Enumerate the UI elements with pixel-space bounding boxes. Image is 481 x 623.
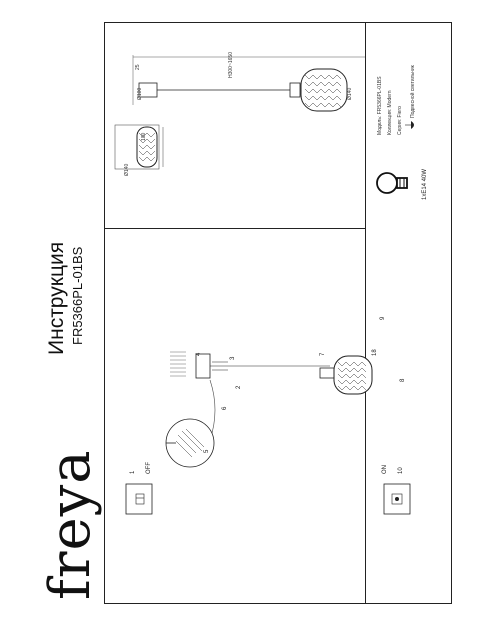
spec-frame bbox=[366, 22, 452, 604]
step-18-label: 18 bbox=[372, 349, 378, 356]
step-3-label: 3 bbox=[230, 356, 236, 360]
spec-model: Модель: FR5366PL-01BS bbox=[377, 76, 383, 135]
pendant-type-icon bbox=[405, 121, 414, 129]
height-range-label: H300~1650 bbox=[228, 52, 234, 78]
canopy-height-label: 25 bbox=[135, 64, 141, 70]
brand-logo: freya bbox=[38, 449, 103, 600]
spec-collection-value: Modern bbox=[387, 90, 393, 108]
spec-model-value: FR5366PL-01BS bbox=[377, 76, 383, 115]
switch-off-label: OFF bbox=[146, 462, 152, 474]
spec-series: Серия: Fiero bbox=[397, 106, 403, 135]
step-1-label: 1 bbox=[130, 470, 136, 474]
shade-diameter-side-label: Ø140 bbox=[347, 87, 353, 100]
step-5-label: 5 bbox=[204, 449, 210, 453]
shade-diameter-label: Ø140 bbox=[124, 163, 130, 176]
ceiling-mount-drawing bbox=[170, 351, 330, 441]
switch-on-label: ON bbox=[382, 465, 388, 474]
spec-type: Подвесной светильник bbox=[410, 65, 416, 118]
switch-on-drawing bbox=[383, 483, 411, 515]
step-9-label: 9 bbox=[380, 316, 386, 320]
canopy-diameter-label: Ø100 bbox=[137, 87, 143, 100]
spec-model-label: Модель: bbox=[377, 115, 383, 135]
step-10-label: 10 bbox=[398, 467, 404, 474]
bulb-icon bbox=[376, 172, 408, 194]
installed-shade-drawing bbox=[319, 355, 373, 395]
spec-series-value: Fiero bbox=[397, 106, 403, 118]
frame-divider bbox=[104, 228, 366, 229]
spec-collection-label: Коллекция: bbox=[387, 108, 393, 135]
model-code: FR5366PL-01BS bbox=[70, 246, 85, 345]
connector-detail-drawing bbox=[165, 418, 215, 468]
step-6-label: 6 bbox=[222, 406, 228, 410]
step-4-label: 4 bbox=[196, 352, 202, 356]
spec-collection: Коллекция: Modern bbox=[387, 91, 393, 135]
switch-off-drawing bbox=[125, 483, 153, 515]
step-2-label: 2 bbox=[236, 385, 242, 389]
lamp-side-drawing bbox=[132, 55, 365, 112]
shade-front-drawing bbox=[114, 124, 164, 170]
instruction-frame bbox=[104, 22, 366, 604]
step-8-label: 8 bbox=[400, 378, 406, 382]
bulb-spec-label: 1xE14 40W bbox=[422, 168, 428, 200]
page-title: Инструкция bbox=[45, 241, 68, 355]
spec-series-label: Серия: bbox=[397, 118, 403, 135]
